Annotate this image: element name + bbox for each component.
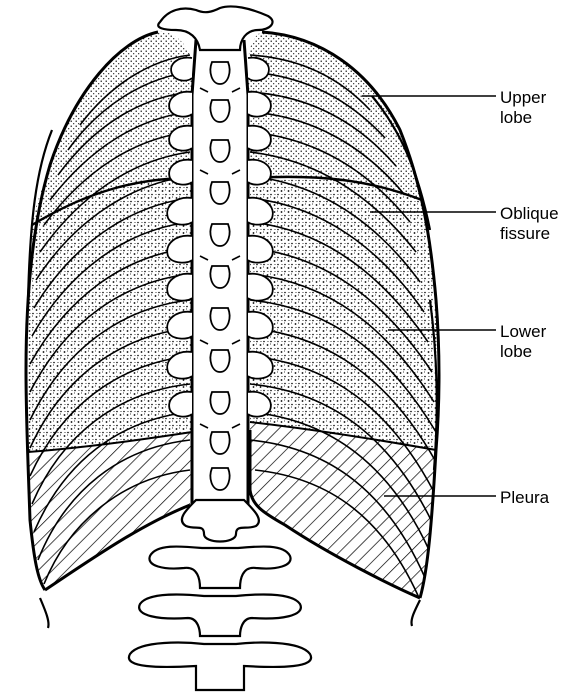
spinous-processes [210, 62, 229, 490]
spine-tick-marks [200, 88, 240, 428]
label-pleura: Pleura [500, 488, 550, 507]
spinal-canal-right-border [244, 40, 248, 505]
label-oblique-fissure: Oblique fissure [500, 204, 563, 243]
label-upper-lobe: Upper lobe [500, 88, 551, 127]
spinal-canal-left-border [192, 40, 196, 505]
lumbar-vertebrae [129, 500, 311, 690]
right-lower-lobe-region [250, 177, 439, 450]
label-lower-lobe: Lower lobe [500, 322, 551, 361]
labels: Upper lobe Oblique fissure Lower lobe Pl… [500, 88, 563, 507]
right-lung [248, 32, 439, 626]
